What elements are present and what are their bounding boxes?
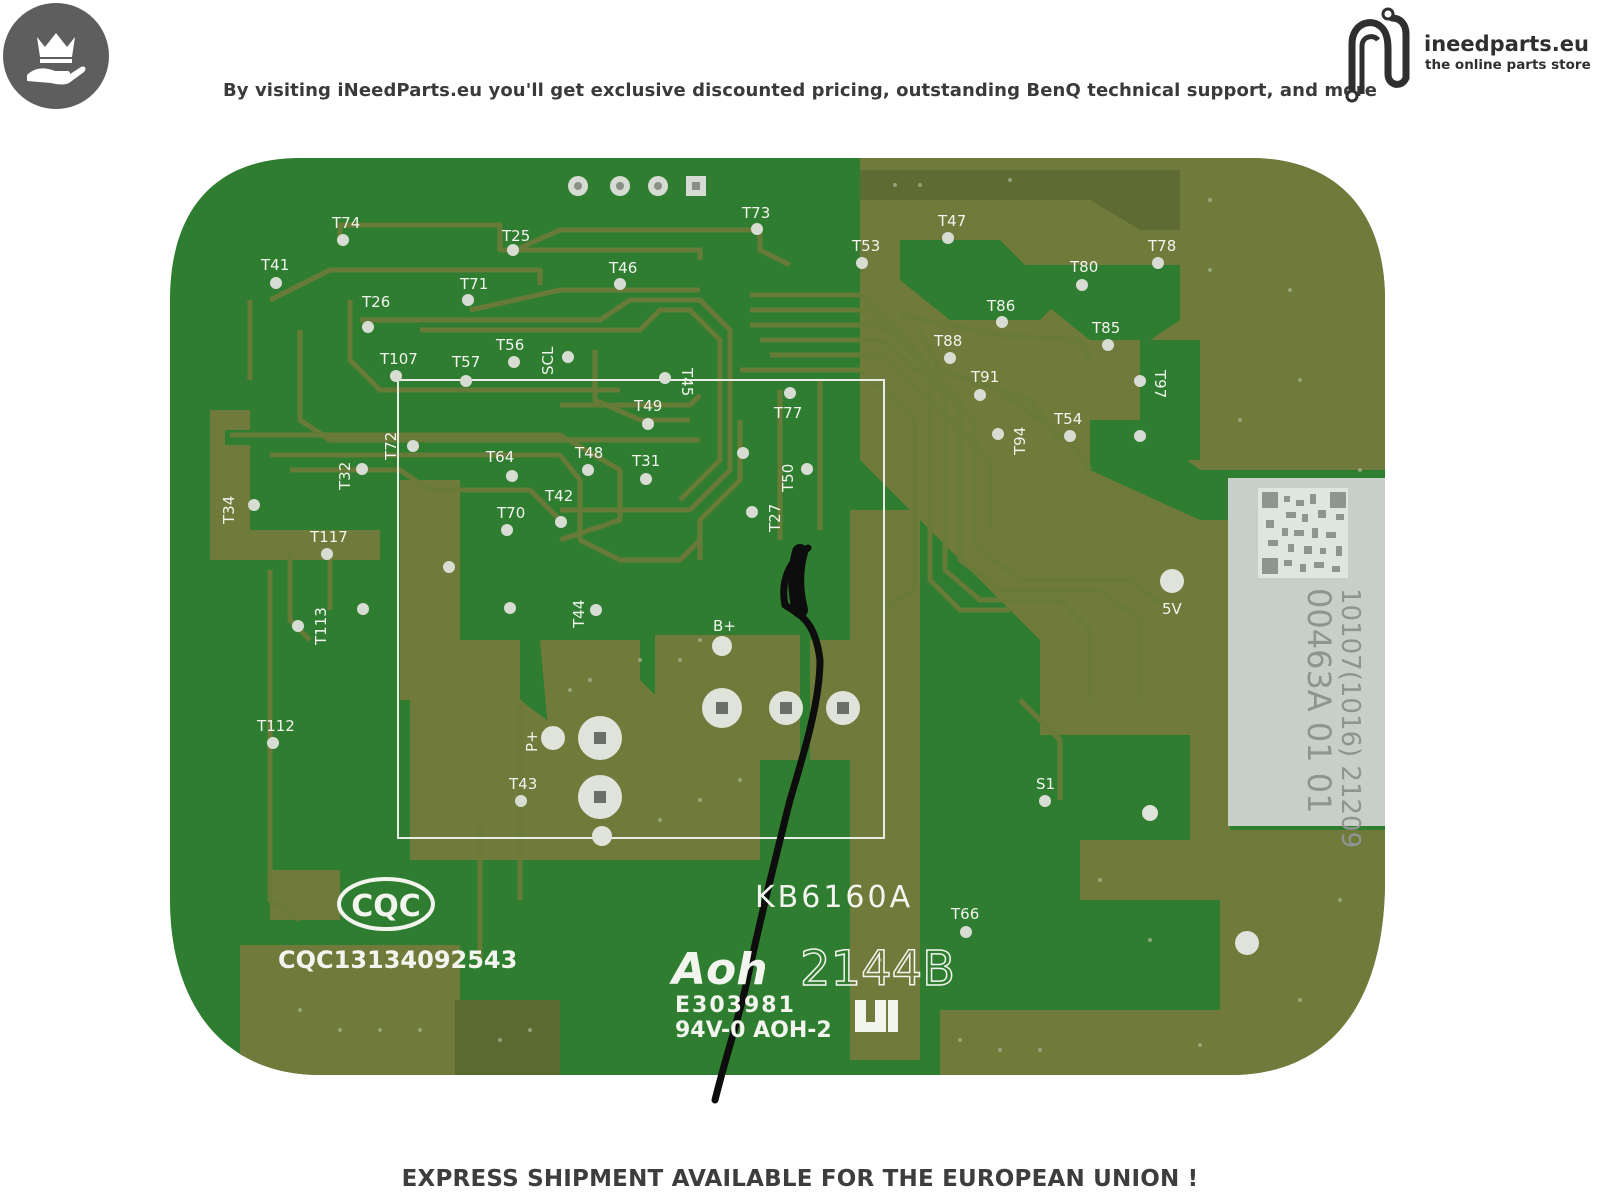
tp-label: T107 [379, 350, 418, 368]
cqc-mark: CQC [337, 877, 435, 931]
crown-hand-icon [27, 33, 86, 85]
tp-label: T48 [574, 444, 603, 462]
tp-label: T73 [741, 204, 770, 222]
tp-label: T77 [773, 404, 802, 422]
tp-label: T49 [633, 397, 662, 415]
tp-label: T26 [361, 293, 390, 311]
tp-label: P+ [523, 730, 541, 752]
cqc-code: CQC13134092543 [278, 946, 517, 974]
tp-label: T94 [1011, 427, 1029, 456]
tp-label: T41 [260, 256, 289, 274]
tp-label: T46 [608, 259, 637, 277]
tp-label: T42 [544, 487, 573, 505]
tp-label: T86 [986, 297, 1015, 315]
logo-tagline: the online parts store [1425, 57, 1591, 73]
tp-label: B+ [713, 617, 736, 635]
header-tagline: By visiting iNeedParts.eu you'll get exc… [222, 80, 1378, 101]
brand-mark: Aoh [669, 944, 768, 995]
tp-label: SCL [539, 346, 557, 375]
flammability-rating: 94V-0 AOH-2 [675, 1018, 832, 1043]
tp-label: T113 [312, 607, 330, 646]
tp-label: T64 [485, 448, 514, 466]
tp-label: T91 [970, 368, 999, 386]
date-code: 2144B [800, 941, 955, 997]
tp-label: S1 [1036, 775, 1055, 793]
label-line-1: 10107(1016) 21209 [1335, 588, 1365, 848]
crown-hand-badge [3, 3, 109, 109]
footer-shipping-notice: EXPRESS SHIPMENT AVAILABLE FOR THE EUROP… [401, 1166, 1199, 1192]
n-circuit-logo-icon [1345, 7, 1410, 103]
tp-label: T54 [1053, 410, 1082, 428]
tp-label: T31 [631, 452, 660, 470]
tp-label: T43 [508, 775, 537, 793]
part-number: KB6160A [755, 880, 913, 915]
tp-label: T47 [937, 212, 966, 230]
logo-name: ineedparts.eu [1424, 32, 1589, 56]
tp-label: T74 [331, 214, 360, 232]
tp-label: T53 [851, 237, 880, 255]
tp-label: T97 [1151, 369, 1169, 398]
tp-label: T80 [1069, 258, 1098, 276]
tp-label: T27 [766, 504, 784, 533]
tp-label: T78 [1147, 237, 1176, 255]
tp-label: T88 [933, 332, 962, 350]
tp-label: T32 [336, 462, 354, 491]
tp-label: 5V [1162, 600, 1183, 618]
tp-label: T56 [495, 336, 524, 354]
tp-label: T117 [309, 528, 348, 546]
tp-label: T34 [220, 496, 238, 525]
tp-label: T72 [382, 432, 400, 461]
tp-label: T112 [256, 717, 295, 735]
tp-label: T66 [950, 905, 979, 923]
tp-label: T50 [779, 464, 797, 493]
tp-label: T70 [496, 504, 525, 522]
tp-label: T45 [678, 367, 696, 396]
tp-label: T85 [1091, 319, 1120, 337]
tp-label: T57 [451, 353, 480, 371]
ul-file: E303981 [675, 993, 796, 1018]
tp-label: T44 [570, 600, 588, 629]
label-line-2: 00463A 01 01 [1300, 588, 1338, 813]
ineedparts-logo[interactable]: ineedparts.eu the online parts store [1340, 4, 1596, 104]
tp-label: T71 [459, 275, 488, 293]
qr-code [1262, 492, 1346, 574]
ul-recognized-icon [855, 1000, 898, 1032]
cqc-mark-text: CQC [351, 889, 421, 924]
tp-label: T25 [501, 227, 530, 245]
